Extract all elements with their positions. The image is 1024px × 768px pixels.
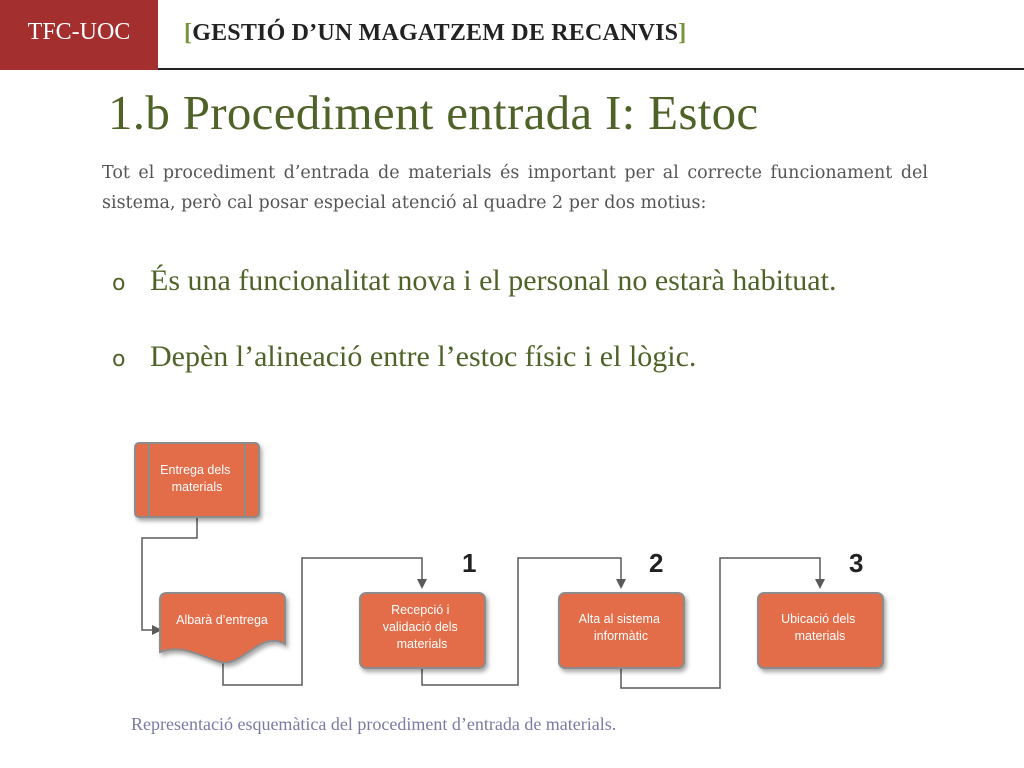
node-alta-box (558, 592, 685, 669)
node-albara-entrega: Albarà d’entrega (159, 592, 286, 664)
diagram-caption: Representació esquemàtica del procedimen… (131, 714, 617, 734)
bullet-text: És una funcionalitat nova i el personal … (150, 264, 837, 297)
node-recepcio-line-1: Recepció i (391, 603, 449, 617)
header-title-text: GESTIÓ D’UN MAGATZEM DE RECANVIS (192, 20, 679, 46)
node-alta-label: Alta al sistema informàtic (579, 612, 664, 643)
bullet-text: Depèn l’alineació entre l’estoc físic i … (150, 340, 697, 373)
node-albara-label: Albarà d’entrega (176, 613, 268, 627)
bullet-list: o És una funcionalitat nova i el persona… (112, 264, 1012, 374)
node-recepcio-line-3: materials (397, 637, 448, 651)
node-recepcio-label: Recepció i validació dels materials (383, 603, 462, 651)
node-ubicacio-line-1: Ubicació dels (781, 612, 855, 626)
header-title: [GESTIÓ D’UN MAGATZEM DE RECANVIS] (184, 20, 686, 47)
bullet-item: o És una funcionalitat nova i el persona… (112, 264, 1012, 298)
node-ubicacio-line-2: materials (795, 629, 846, 643)
node-entrega-line-1: Entrega dels (160, 463, 230, 477)
connectors (141, 517, 825, 689)
process-flow-diagram: Entrega dels materials Albarà d’entrega … (134, 442, 884, 689)
header-bracket-open: [ (184, 20, 193, 46)
step-number-2: 2 (649, 548, 663, 578)
bullet-marker: o (112, 271, 126, 296)
node-alta-line-2: informàtic (594, 629, 648, 643)
node-albara-line-1: Albarà d’entrega (176, 613, 268, 627)
connector-entrega-albara (141, 517, 198, 635)
course-badge: TFC-UOC (0, 0, 158, 70)
course-badge-label: TFC-UOC (27, 18, 131, 45)
node-alta-line-1: Alta al sistema (579, 612, 660, 626)
node-ubicacio-box (757, 592, 884, 669)
node-ubicacio-label: Ubicació dels materials (781, 612, 859, 643)
node-entrega-label: Entrega dels materials (160, 463, 234, 494)
connector-recepcio-alta (421, 557, 626, 686)
node-entrega-box (134, 442, 260, 518)
node-ubicacio-materials: Ubicació dels materials (757, 592, 884, 669)
slide-title: 1.b Procediment entrada I: Estoc (108, 85, 759, 140)
node-recepcio-box (359, 592, 486, 669)
step-number-3: 3 (849, 548, 863, 578)
bullet-item: o Depèn l’alineació entre l’estoc físic … (112, 340, 1012, 374)
intro-paragraph: Tot el procediment d’entrada de material… (102, 163, 928, 213)
header-bracket-close: ] (678, 20, 687, 46)
node-entrega-line-2: materials (172, 480, 223, 494)
node-alta-sistema: Alta al sistema informàtic (558, 592, 685, 669)
connector-albara-recepcio (222, 557, 427, 686)
node-recepcio-line-2: validació dels (383, 620, 458, 634)
node-recepcio-validacio: Recepció i validació dels materials (359, 592, 486, 669)
node-albara-shape (159, 592, 286, 664)
step-number-1: 1 (462, 548, 476, 578)
connector-alta-ubicacio (620, 557, 825, 689)
bullet-marker: o (112, 347, 126, 372)
header-divider (158, 68, 1024, 70)
node-entrega-dels-materials: Entrega dels materials (134, 442, 260, 518)
